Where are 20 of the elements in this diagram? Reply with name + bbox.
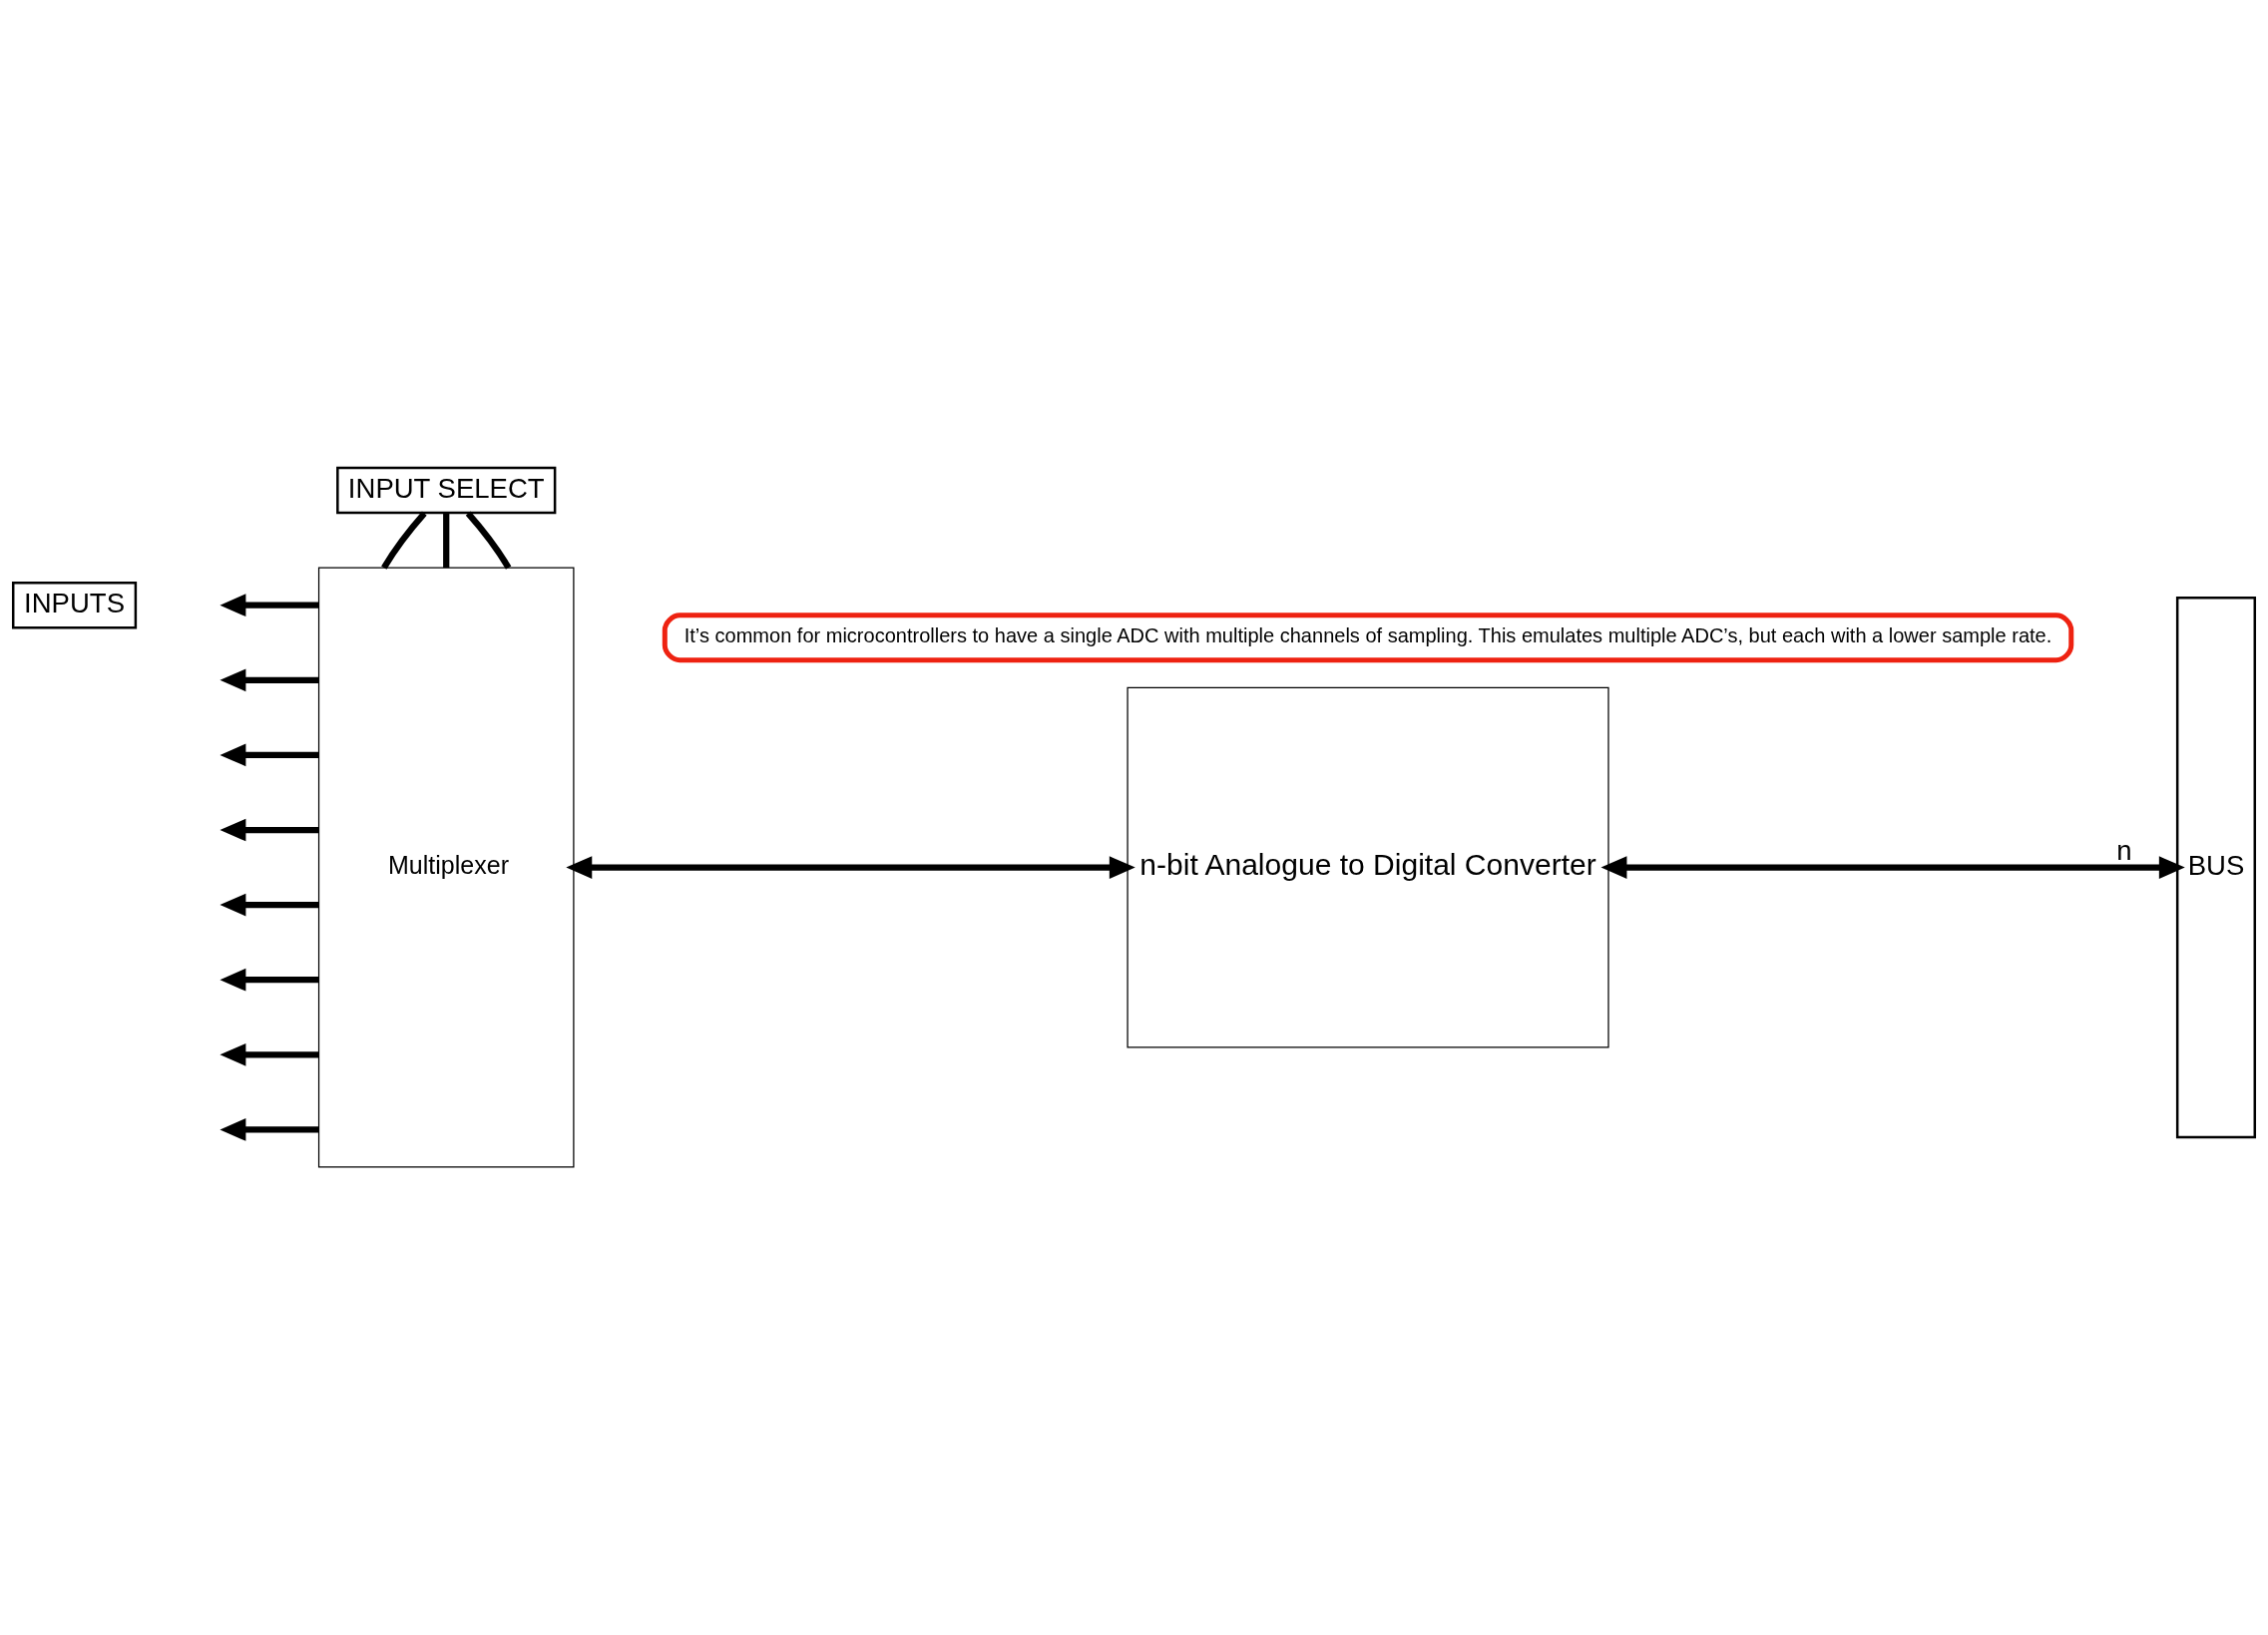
node-box: INPUT SELECT xyxy=(336,466,557,515)
connector xyxy=(443,513,450,569)
node-box: It’s common for microcontrollers to have a single ADC with multiple channels of sampling. This emulates multiple ADC’s, but each with a lower sample rate. xyxy=(662,613,2074,663)
arrow xyxy=(1600,856,2185,879)
arrow xyxy=(220,893,319,917)
node-box: Multiplexer xyxy=(317,567,575,1168)
node-box: n-bit Analogue to Digital Converter xyxy=(1127,686,1609,1048)
label: INPUTS xyxy=(24,587,126,618)
arrow xyxy=(220,968,319,992)
node-box: BUS xyxy=(2175,596,2257,1139)
connector xyxy=(465,511,512,570)
arrow xyxy=(220,1118,319,1141)
arrow xyxy=(220,743,319,767)
arrow xyxy=(220,594,319,617)
arrow xyxy=(220,1042,319,1066)
arrow xyxy=(220,668,319,692)
arrow xyxy=(220,818,319,842)
arrow xyxy=(566,856,1135,879)
edge-label: n xyxy=(2116,834,2132,866)
connector xyxy=(381,511,427,570)
